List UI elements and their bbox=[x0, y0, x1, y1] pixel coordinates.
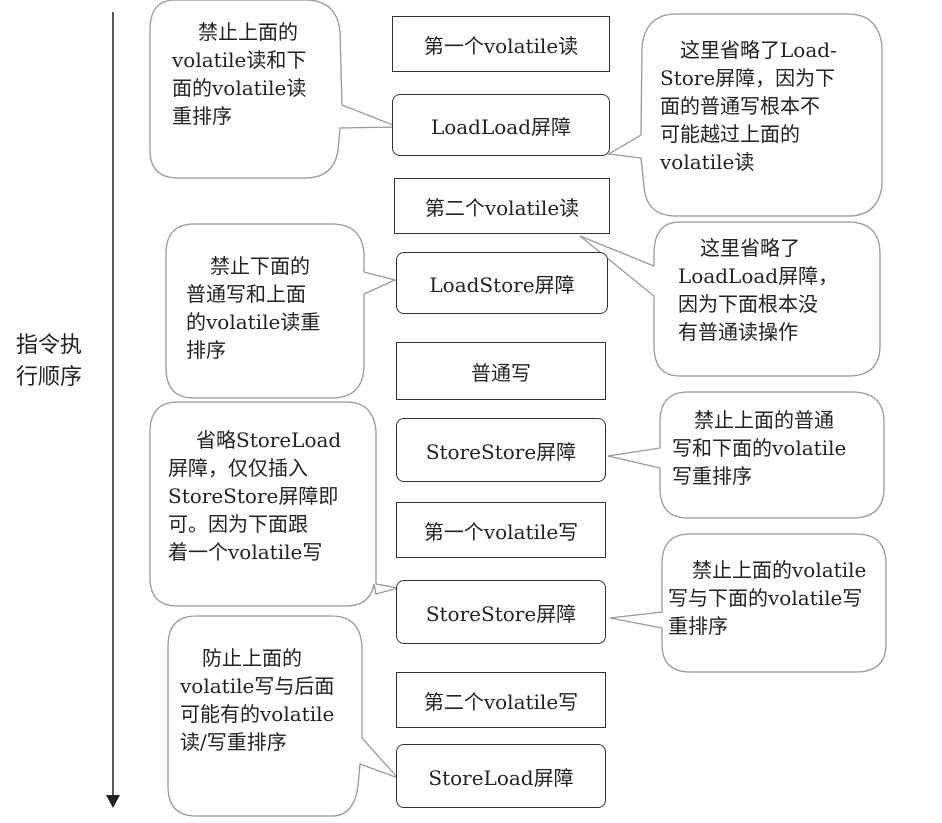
callout-bubble-0 bbox=[149, 0, 399, 179]
callout-bubble-3 bbox=[165, 223, 397, 399]
callout-text-7: 防止上面的 volatile写与后面 可能有的volatile 读/写重排序 bbox=[180, 644, 360, 756]
callout-1-line-3: 面的普通写根本不 bbox=[660, 94, 820, 118]
sequence-box-storestore-barrier-1: StoreStore屏障 bbox=[396, 418, 606, 482]
callout-text-4: 省略StoreLoad 屏障，仅仅插入 StoreStore屏障即 可。因为下面… bbox=[168, 426, 374, 566]
callout-bubble-7 bbox=[167, 615, 399, 817]
time-axis-arrow-icon bbox=[106, 795, 120, 808]
callout-3-line-2: 普通写和上面 bbox=[186, 282, 306, 306]
callout-6-line-2: 写与下面的volatile写 bbox=[668, 586, 863, 610]
callout-4-line-4: 可。因为下面跟 bbox=[168, 512, 308, 536]
sequence-box-volatile-read-1: 第一个volatile读 bbox=[392, 16, 610, 72]
axis-label-line-2: 行顺序 bbox=[16, 365, 83, 390]
callout-5-line-2: 写和下面的volatile bbox=[672, 436, 847, 460]
sequence-box-volatile-read-2: 第二个volatile读 bbox=[394, 178, 610, 234]
sequence-box-storeload-barrier: StoreLoad屏障 bbox=[396, 744, 606, 808]
callout-0-line-1: 禁止上面的 bbox=[198, 20, 298, 44]
callout-7-line-2: volatile写与后面 bbox=[180, 674, 335, 698]
callout-4-line-1: 省略StoreLoad bbox=[196, 428, 342, 452]
callout-text-2: 这里省略了 LoadLoad屏障， 因为下面根本没 有普通读操作 bbox=[668, 234, 868, 346]
callout-0-line-4: 重排序 bbox=[172, 104, 232, 128]
callout-1-line-4: 可能越过上面的 bbox=[660, 122, 800, 146]
callout-0-line-2: volatile读和下 bbox=[172, 48, 307, 72]
callout-7-line-1: 防止上面的 bbox=[202, 646, 302, 670]
callout-4-line-3: StoreStore屏障即 bbox=[168, 484, 339, 508]
callout-3-line-1: 禁止下面的 bbox=[210, 254, 310, 278]
callout-bubble-6 bbox=[609, 533, 887, 673]
callout-0-line-3: 面的volatile读 bbox=[172, 76, 307, 100]
callout-bubble-2 bbox=[579, 221, 881, 377]
callout-7-line-3: 可能有的volatile bbox=[180, 702, 335, 726]
callout-1-line-1: 这里省略了Load- bbox=[680, 38, 837, 62]
sequence-box-normal-write: 普通写 bbox=[396, 342, 606, 400]
callout-text-1: 这里省略了Load- Store屏障，因为下 面的普通写根本不 可能越过上面的 … bbox=[660, 36, 874, 176]
callout-text-5: 禁止上面的普通 写和下面的volatile 写重排序 bbox=[672, 406, 882, 490]
callout-7-line-4: 读/写重排序 bbox=[180, 730, 287, 754]
callout-2-line-1: 这里省略了 bbox=[700, 236, 800, 260]
axis-label: 指令执 行顺序 bbox=[16, 330, 82, 394]
axis-label-line-1: 指令执 bbox=[16, 333, 83, 358]
callout-4-line-2: 屏障，仅仅插入 bbox=[168, 456, 308, 480]
callout-5-line-3: 写重排序 bbox=[672, 464, 752, 488]
callout-6-line-1: 禁止上面的volatile bbox=[692, 558, 867, 582]
callout-bubble-5 bbox=[607, 391, 885, 519]
callout-1-line-2: Store屏障，因为下 bbox=[660, 66, 836, 90]
sequence-box-loadload-barrier: LoadLoad屏障 bbox=[392, 94, 610, 156]
callout-text-6: 禁止上面的volatile 写与下面的volatile写 重排序 bbox=[668, 556, 884, 640]
callout-3-line-4: 排序 bbox=[186, 338, 226, 362]
callout-2-line-3: 因为下面根本没 bbox=[678, 292, 818, 316]
callout-3-line-3: 的volatile读重 bbox=[186, 310, 321, 334]
callout-2-line-4: 有普通读操作 bbox=[678, 320, 798, 344]
callout-text-3: 禁止下面的 普通写和上面 的volatile读重 排序 bbox=[186, 252, 356, 364]
callout-5-line-1: 禁止上面的普通 bbox=[694, 408, 834, 432]
sequence-box-volatile-write-1: 第一个volatile写 bbox=[396, 502, 606, 558]
sequence-box-volatile-write-2: 第二个volatile写 bbox=[396, 672, 606, 728]
callout-bubble-1 bbox=[607, 13, 883, 217]
callout-4-line-5: 着一个volatile写 bbox=[168, 540, 323, 564]
callout-2-line-2: LoadLoad屏障， bbox=[678, 264, 839, 288]
sequence-box-loadstore-barrier: LoadStore屏障 bbox=[396, 252, 608, 314]
callout-1-line-5: volatile读 bbox=[660, 150, 755, 174]
sequence-box-storestore-barrier-2: StoreStore屏障 bbox=[396, 580, 606, 644]
callout-6-line-3: 重排序 bbox=[668, 614, 728, 638]
callout-bubble-4 bbox=[149, 401, 399, 607]
callout-text-0: 禁止上面的 volatile读和下 面的volatile读 重排序 bbox=[172, 18, 340, 130]
